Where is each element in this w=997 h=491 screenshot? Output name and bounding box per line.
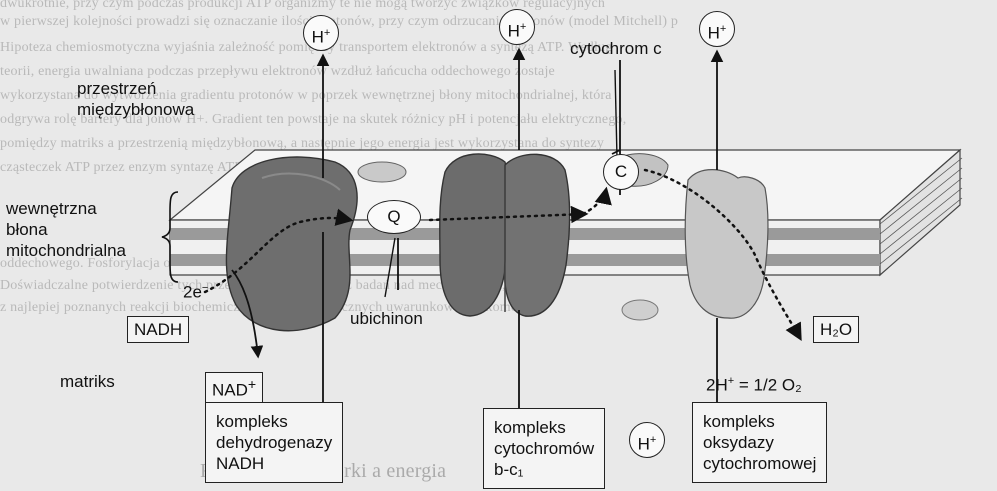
complex-iii-caption: kompleks cytochromów b-c₁ <box>483 408 605 489</box>
complex-i-caption: kompleks dehydrogenazy NADH <box>205 402 343 483</box>
proton-ion: H+ <box>699 11 735 47</box>
proton-text: H <box>708 24 720 43</box>
electrons-label-sup: − <box>202 282 208 294</box>
water-equation-rest: = 1/2 O₂ <box>734 376 802 395</box>
complex-i-caption-line: kompleks <box>216 411 332 432</box>
inner-membrane-label-line: mitochondrialna <box>6 240 126 261</box>
inner-membrane-label: wewnętrzna błona mitochondrialna <box>6 198 126 261</box>
proton-sup: + <box>520 21 526 33</box>
ubiquinone-q: Q <box>367 200 421 234</box>
proton-ion: H+ <box>499 9 535 45</box>
water-equation: 2H+ = 1/2 O₂ <box>706 371 802 396</box>
nad-plus-box: NAD+ <box>205 372 263 404</box>
proton-sup: + <box>650 434 656 446</box>
complex-iii-shape <box>440 154 570 316</box>
proton-ion: H+ <box>303 15 339 51</box>
complex-i-caption-line: NADH <box>216 453 332 474</box>
complex-iv-shape <box>685 170 768 319</box>
proton-ion: H+ <box>629 422 665 458</box>
complex-i-shape <box>226 157 357 331</box>
electrons-label-text: 2e <box>183 283 202 302</box>
complex-iv-caption: kompleks oksydazy cytochromowej <box>692 402 827 483</box>
intermembrane-label-line: międzybłonowa <box>77 99 194 120</box>
inner-membrane-label-line: błona <box>6 219 126 240</box>
complex-iv-caption-line: oksydazy <box>703 432 816 453</box>
complex-iii-caption-line: b-c₁ <box>494 459 594 480</box>
proton-text: H <box>312 28 324 47</box>
electrons-label: 2e− <box>183 278 208 303</box>
cytochrome-c-circle: C <box>603 154 639 190</box>
complex-iv-caption-line: kompleks <box>703 411 816 432</box>
intermembrane-label: przestrzeń międzybłonowa <box>77 78 194 120</box>
ubiquinone-label: ubichinon <box>350 308 423 329</box>
intermembrane-label-line: przestrzeń <box>77 78 194 99</box>
inner-membrane-label-line: wewnętrzna <box>6 198 126 219</box>
water-equation-text: 2H <box>706 376 728 395</box>
complex-iv-caption-line: cytochromowej <box>703 453 816 474</box>
matrix-label: matriks <box>60 371 115 392</box>
complex-i-caption-line: dehydrogenazy <box>216 432 332 453</box>
water-box: H₂O <box>813 316 859 343</box>
proton-text: H <box>508 22 520 41</box>
proton-sup: + <box>324 27 330 39</box>
proton-sup: + <box>720 23 726 35</box>
complex-iii-caption-line: cytochromów <box>494 438 594 459</box>
complex-iii-caption-line: kompleks <box>494 417 594 438</box>
cytochrome-c-pointer <box>615 70 617 158</box>
cytochrome-c-label: cytochrom c <box>570 38 662 59</box>
nad-plus-text: NAD <box>212 381 248 400</box>
nad-plus-sup: + <box>248 377 256 393</box>
nadh-box: NADH <box>127 316 189 343</box>
proton-text: H <box>638 435 650 454</box>
